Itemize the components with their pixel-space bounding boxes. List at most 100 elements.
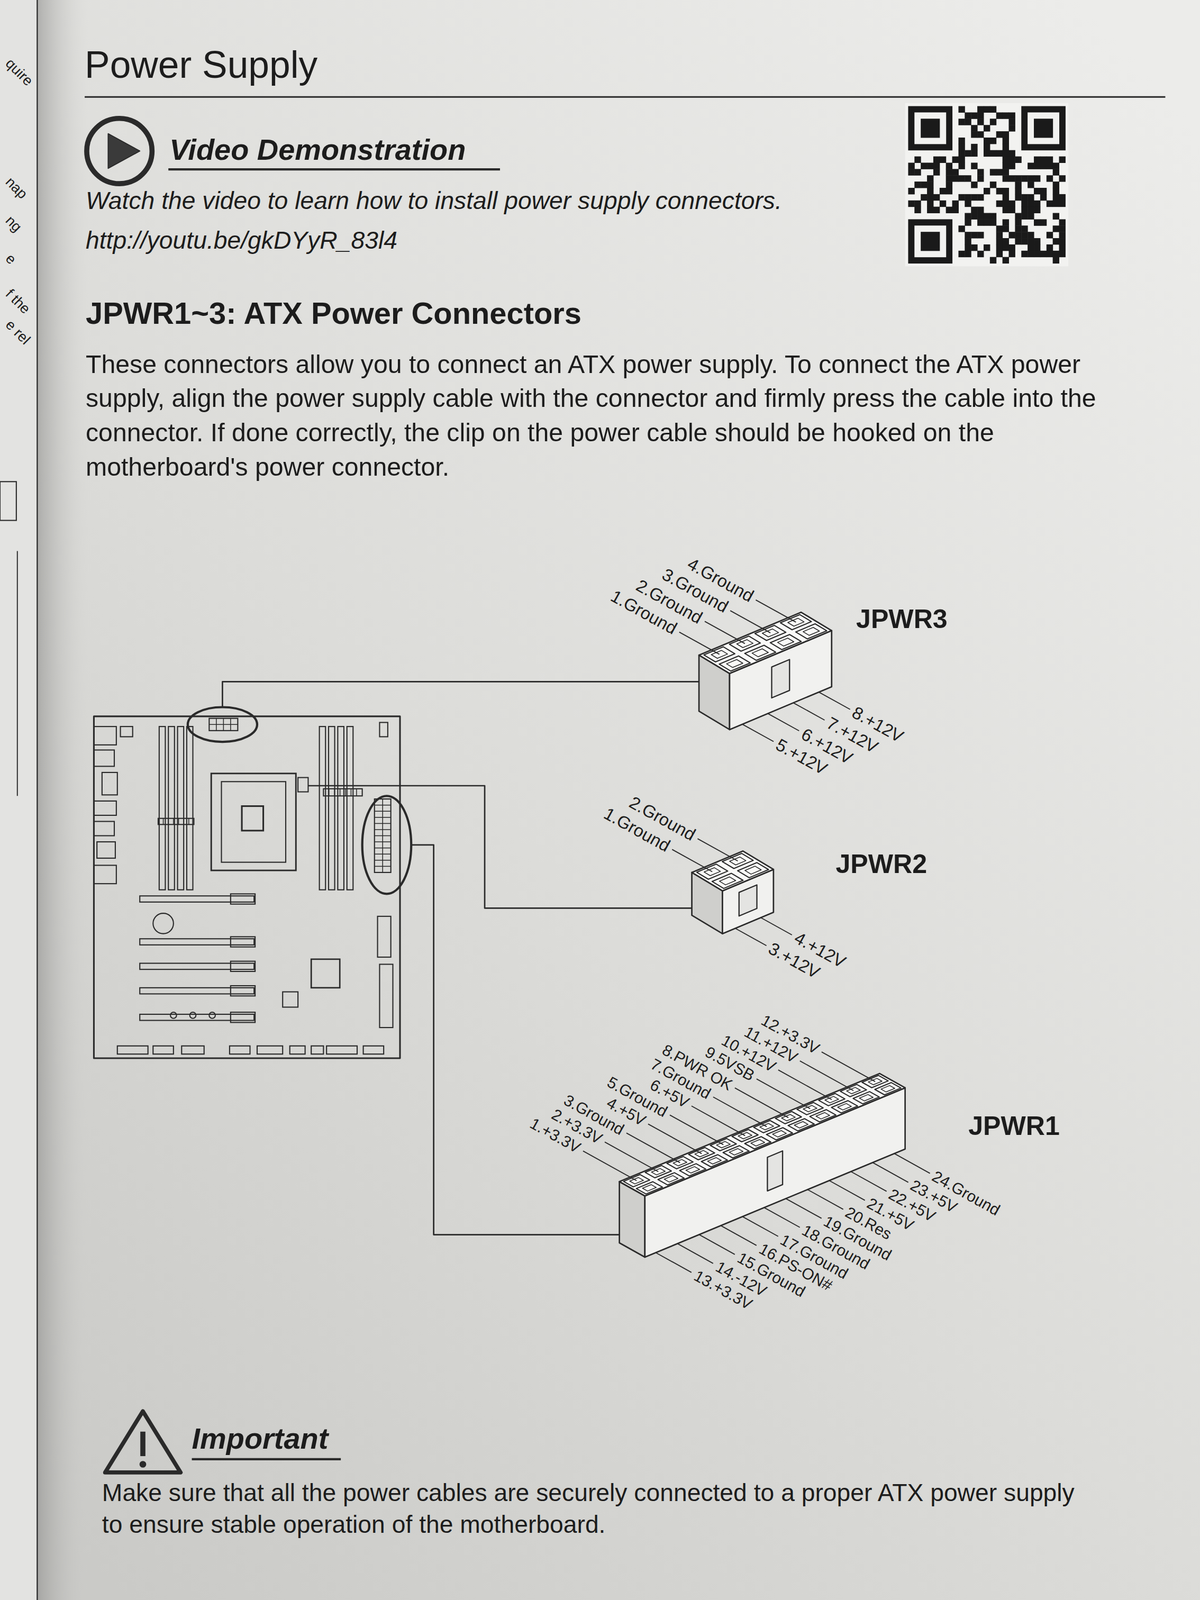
qr-module <box>958 194 965 201</box>
highlight-ellipse <box>187 707 258 743</box>
video-url: http://youtu.be/gkDYyR_83l4 <box>85 226 398 255</box>
header-pin <box>173 818 175 825</box>
qr-module <box>1046 200 1053 207</box>
page-title: Power Supply <box>84 42 318 87</box>
pin-leader <box>764 1207 800 1227</box>
io-port <box>93 865 116 884</box>
connector-pin <box>382 798 384 873</box>
qr-module <box>970 143 978 151</box>
connector-well <box>712 873 744 889</box>
qr-module <box>1033 244 1041 251</box>
qr-module <box>946 175 953 182</box>
instruction-text: Watch the video to learn how to install … <box>85 186 783 215</box>
qr-module <box>1033 187 1041 195</box>
pin-leader <box>697 838 738 861</box>
qr-module <box>977 131 984 138</box>
connector-name: JPWR2 <box>835 849 927 880</box>
power-connector <box>374 798 392 873</box>
qr-module <box>1027 200 1034 207</box>
qr-module <box>1059 225 1066 232</box>
qr-module <box>964 118 971 125</box>
qr-module <box>914 206 921 214</box>
connector-top <box>698 612 832 674</box>
qr-module <box>914 225 947 258</box>
qr-module <box>933 162 940 169</box>
qr-module <box>1040 250 1047 258</box>
qr-module <box>946 206 953 214</box>
qr-module <box>970 231 978 239</box>
io-port <box>93 821 115 836</box>
qr-module <box>977 112 984 119</box>
qr-module <box>964 175 971 182</box>
qr-module <box>920 194 927 201</box>
qr-module <box>996 244 1003 251</box>
connector-pin-socket <box>880 1085 895 1093</box>
qr-module <box>996 131 1003 138</box>
qr-module <box>977 118 984 125</box>
qr-module <box>964 213 971 220</box>
connector-well <box>658 1172 685 1185</box>
qr-module <box>1033 200 1041 207</box>
qr-module <box>933 168 940 176</box>
header-pin <box>167 818 169 825</box>
io-port <box>93 801 116 816</box>
qr-module <box>1059 200 1066 207</box>
chip <box>282 992 298 1008</box>
io-port <box>102 772 118 795</box>
qr-module <box>946 187 953 195</box>
expansion-slot-latch <box>230 936 256 947</box>
qr-module <box>1052 257 1060 264</box>
qr-module <box>1008 156 1016 163</box>
header <box>323 788 362 797</box>
qr-module <box>1033 162 1041 169</box>
qr-module <box>1052 168 1060 176</box>
qr-module <box>939 200 947 207</box>
qr-module <box>989 137 997 144</box>
header-pin <box>333 788 335 797</box>
pin-leader <box>793 702 825 721</box>
qr-module <box>970 131 978 138</box>
qr-module <box>946 181 953 188</box>
front-header <box>257 1046 283 1054</box>
qr-module <box>970 162 978 169</box>
qr-module <box>920 231 940 251</box>
qr-module <box>989 118 997 125</box>
qr-module <box>970 244 978 251</box>
qr-module <box>989 168 997 176</box>
connector-side <box>729 630 832 730</box>
connector-pin-socket <box>750 1139 765 1147</box>
qr-module <box>983 137 990 144</box>
connector-pin-socket <box>744 866 762 875</box>
qr-module <box>996 250 1003 258</box>
qr-module <box>1021 213 1028 220</box>
pin-leader <box>720 1225 757 1245</box>
qr-module <box>996 187 1003 195</box>
header-pin <box>339 788 341 797</box>
qr-module <box>1052 194 1060 201</box>
qr-module <box>907 200 915 207</box>
qr-module <box>926 200 934 207</box>
memory-slot <box>177 726 185 890</box>
header-pin <box>178 818 180 825</box>
qr-module <box>1046 175 1053 182</box>
expansion-slot <box>139 1014 254 1021</box>
qr-module <box>1040 219 1047 226</box>
connector-pin-socket <box>726 659 743 668</box>
qr-module <box>1052 162 1060 169</box>
connector-pin-socket <box>729 1148 743 1156</box>
qr-module <box>977 250 984 258</box>
qr-module <box>907 162 915 169</box>
qr-module <box>1040 187 1047 195</box>
qr-module <box>964 112 971 119</box>
qr-module <box>977 194 984 201</box>
qr-module <box>1046 162 1053 169</box>
body-paragraph: These connectors allow you to connect an… <box>85 347 1127 484</box>
connector-pin-socket <box>777 638 795 647</box>
front-header <box>326 1046 358 1054</box>
qr-module <box>977 213 984 220</box>
qr-module <box>1008 112 1016 119</box>
connector-well <box>770 634 802 650</box>
qr-module <box>964 200 971 207</box>
front-header <box>289 1046 306 1054</box>
front-header <box>181 1046 204 1054</box>
